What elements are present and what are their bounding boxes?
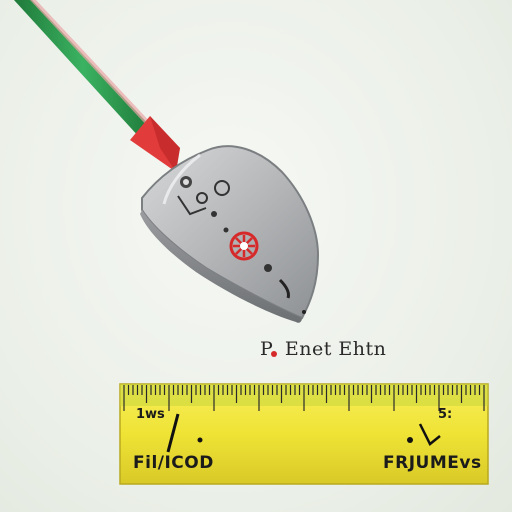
ruler-bottom-right-text: FRJUMEvs bbox=[383, 453, 482, 473]
trowel-shovel-icon bbox=[140, 145, 320, 323]
ruler-top-right-text: 5: bbox=[438, 407, 453, 422]
emblem-icon bbox=[229, 231, 259, 261]
green-cable bbox=[14, 0, 152, 138]
caption-lead: P bbox=[260, 338, 274, 360]
ruler-top-left-text: 1ws bbox=[136, 407, 165, 422]
ruler-bottom-left-text: Fil/ICOD bbox=[133, 453, 214, 473]
caption-text: Enet Ehtn bbox=[284, 338, 387, 360]
caption-label: P Enet Ehtn bbox=[260, 338, 386, 360]
tape-measure-icon bbox=[119, 383, 489, 485]
red-dot-icon bbox=[271, 351, 278, 357]
